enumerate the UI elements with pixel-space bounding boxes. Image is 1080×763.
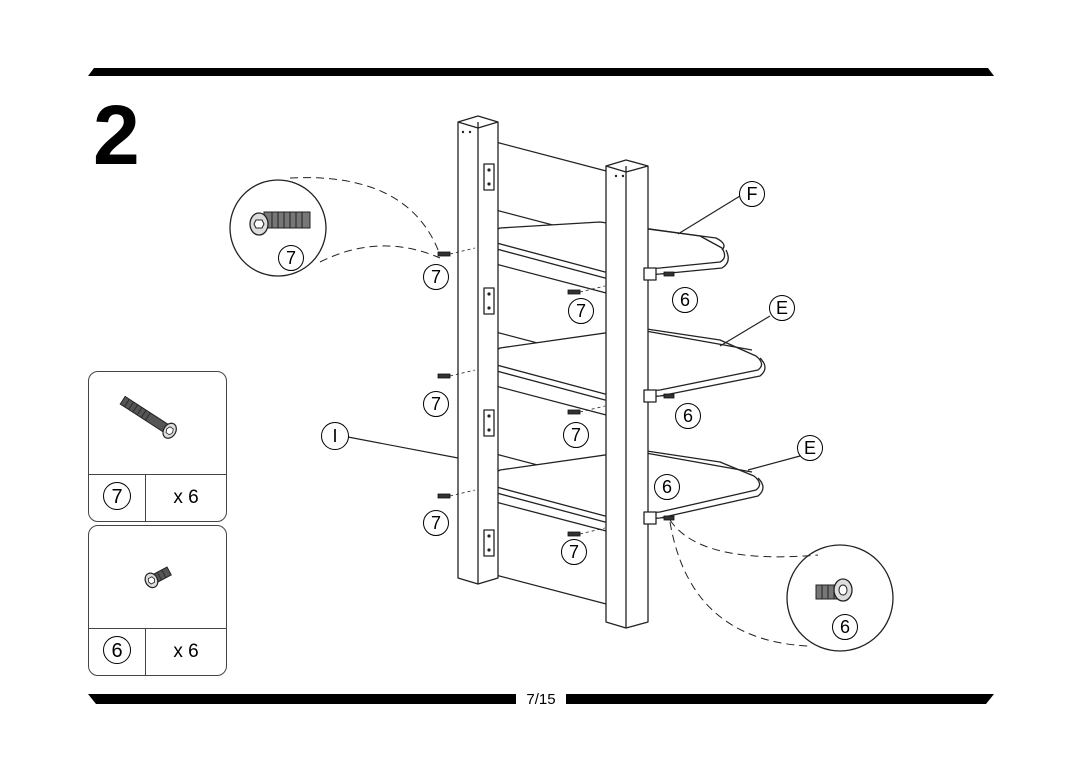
hardware-code-6: 6 bbox=[103, 636, 131, 664]
right-post bbox=[605, 159, 649, 629]
zoom-label-7: 7 bbox=[278, 245, 304, 271]
top-rule bbox=[88, 68, 994, 76]
step-number: 2 bbox=[93, 88, 140, 182]
label-screw-center-1: 7 bbox=[568, 298, 594, 324]
long-hex-bolt-icon bbox=[119, 395, 177, 439]
label-screw-left-3: 7 bbox=[423, 510, 449, 536]
label-screw-left-1: 7 bbox=[423, 264, 449, 290]
short-hex-bolt-icon bbox=[144, 566, 172, 589]
long-bolt-zoom-icon bbox=[249, 211, 311, 236]
hardware-card-bolt-6: 6 x 6 bbox=[88, 525, 227, 676]
label-screw-right-1: 6 bbox=[672, 287, 698, 313]
page-number: 7/15 bbox=[516, 690, 566, 710]
label-screw-center-2: 7 bbox=[563, 422, 589, 448]
label-part-i: I bbox=[321, 422, 349, 450]
zoom-circle-bolt-6 bbox=[669, 519, 894, 652]
label-part-e-middle: E bbox=[769, 295, 795, 321]
hardware-quantity-7: x 6 bbox=[173, 487, 199, 508]
hardware-code-7: 7 bbox=[103, 482, 131, 510]
hardware-card-bolt-7: 7 x 6 bbox=[88, 371, 227, 522]
zoom-label-6: 6 bbox=[832, 614, 858, 640]
hardware-quantity-6: x 6 bbox=[173, 641, 199, 662]
label-part-e-bottom: E bbox=[797, 435, 823, 461]
shelf-f bbox=[477, 221, 729, 279]
label-screw-left-2: 7 bbox=[423, 391, 449, 417]
label-screw-right-3: 6 bbox=[654, 474, 680, 500]
label-screw-center-3: 7 bbox=[561, 539, 587, 565]
short-bolt-zoom-icon bbox=[815, 578, 853, 602]
label-screw-right-2: 6 bbox=[675, 403, 701, 429]
label-part-f: F bbox=[739, 181, 765, 207]
